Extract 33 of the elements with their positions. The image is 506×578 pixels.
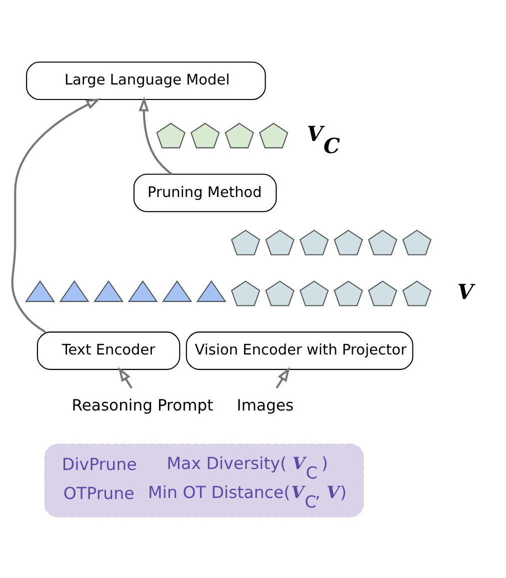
arrow [118, 366, 132, 388]
arrow [276, 366, 290, 388]
node-text: Reasoning Prompt [72, 396, 214, 414]
node-pentagon [299, 229, 329, 255]
node-pentagon [156, 122, 186, 148]
node-triangle [162, 280, 192, 302]
node-pentagon [265, 280, 294, 306]
node-box: Large Language Model [26, 61, 266, 100]
node-box: Pruning Method [133, 173, 277, 212]
node-pentagon [230, 229, 260, 255]
node-pentagon [368, 229, 398, 255]
node-pentagon [230, 280, 260, 306]
node-pentagon [334, 280, 364, 306]
node-box: Vision Encoder with Projector [186, 331, 414, 370]
node-text: Images [236, 396, 294, 414]
node-triangle [59, 280, 90, 302]
node-pentagon [299, 280, 329, 306]
node-triangle [94, 280, 124, 302]
arrow [138, 96, 172, 175]
node-pentagon [190, 122, 220, 148]
node-pentagon [259, 122, 288, 148]
node-triangle [128, 280, 158, 302]
node-triangle [196, 280, 226, 302]
node-pentagon [402, 280, 432, 306]
node-triangle [25, 280, 56, 302]
node-box: Text Encoder [36, 331, 180, 370]
node-pentagon [224, 122, 254, 148]
node-pentagon [265, 229, 294, 255]
node-pentagon [402, 229, 432, 255]
arrow [11, 98, 101, 332]
label: V [457, 279, 474, 304]
node-pentagon [368, 280, 398, 306]
node-pentagon [334, 229, 364, 255]
